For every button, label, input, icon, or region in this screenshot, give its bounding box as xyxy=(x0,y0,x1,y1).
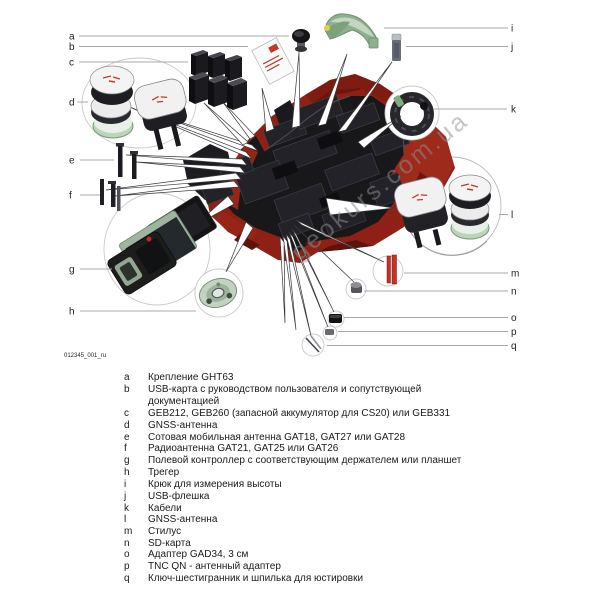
svg-text:o: o xyxy=(124,549,130,560)
svg-text:c: c xyxy=(69,58,74,69)
svg-text:j: j xyxy=(510,42,513,53)
svg-text:документацией: документацией xyxy=(148,396,219,407)
svg-text:c: c xyxy=(124,408,129,419)
svg-text:a: a xyxy=(69,32,75,43)
svg-text:Стилус: Стилус xyxy=(148,526,181,537)
svg-text:GNSS-антенна: GNSS-антенна xyxy=(148,514,218,525)
svg-text:Радиоантенна GAT21, GAT25 или: Радиоантенна GAT21, GAT25 или GAT26 xyxy=(148,443,339,454)
svg-text:e: e xyxy=(69,156,75,167)
svg-text:b: b xyxy=(124,384,130,395)
svg-text:Сотовая мобильная антенна GAT1: Сотовая мобильная антенна GAT18, GAT27 и… xyxy=(148,431,405,443)
svg-text:e: e xyxy=(124,432,130,443)
svg-text:i: i xyxy=(511,24,513,35)
svg-text:k: k xyxy=(511,105,517,116)
svg-text:m: m xyxy=(124,526,132,537)
svg-text:l: l xyxy=(511,210,513,221)
svg-text:g: g xyxy=(69,265,75,276)
svg-text:h: h xyxy=(124,467,130,478)
svg-text:Кабели: Кабели xyxy=(148,502,182,514)
svg-text:q: q xyxy=(511,341,517,352)
svg-text:p: p xyxy=(511,327,517,338)
svg-text:q: q xyxy=(124,573,130,584)
svg-text:GEB212, GEB260 (запасной аккум: GEB212, GEB260 (запасной аккумулятор для… xyxy=(148,408,451,419)
svg-text:USB-флешка: USB-флешка xyxy=(148,490,210,502)
svg-text:TNC QN - антенный адаптер: TNC QN - антенный адаптер xyxy=(148,561,281,572)
svg-text:k: k xyxy=(124,503,130,514)
svg-text:d: d xyxy=(69,98,75,109)
svg-text:Трегер: Трегер xyxy=(148,467,180,478)
svg-text:g: g xyxy=(124,455,130,466)
svg-text:GNSS-антенна: GNSS-антенна xyxy=(148,420,218,431)
svg-text:o: o xyxy=(511,313,517,324)
svg-text:f: f xyxy=(69,191,72,202)
svg-text:Ключ-шестигранник и шпилька дл: Ключ-шестигранник и шпилька для юстировк… xyxy=(148,573,363,584)
svg-text:n: n xyxy=(511,287,517,298)
svg-text:b: b xyxy=(69,42,75,53)
svg-text:m: m xyxy=(511,269,519,280)
svg-text:i: i xyxy=(124,479,126,490)
svg-text:Крюк для измерения высоты: Крюк для измерения высоты xyxy=(148,479,282,490)
svg-text:SD-карта: SD-карта xyxy=(148,538,191,549)
svg-text:p: p xyxy=(124,561,130,572)
svg-text:f: f xyxy=(124,443,127,454)
svg-text:h: h xyxy=(69,307,75,318)
svg-text:a: a xyxy=(124,372,130,383)
svg-text:Крепление GHT63: Крепление GHT63 xyxy=(148,372,234,383)
svg-text:012345_001_ru: 012345_001_ru xyxy=(64,353,106,359)
svg-text:d: d xyxy=(124,420,130,431)
svg-text:Адаптер GAD34, 3 см: Адаптер GAD34, 3 см xyxy=(148,549,249,560)
svg-text:n: n xyxy=(124,538,130,549)
svg-text:l: l xyxy=(124,514,126,525)
svg-text:USB-карта с руководством польз: USB-карта с руководством пользователя и … xyxy=(148,384,421,395)
svg-text:Полевой контроллер с соответст: Полевой контроллер с соответствующим дер… xyxy=(148,455,462,466)
svg-text:j: j xyxy=(123,491,126,502)
